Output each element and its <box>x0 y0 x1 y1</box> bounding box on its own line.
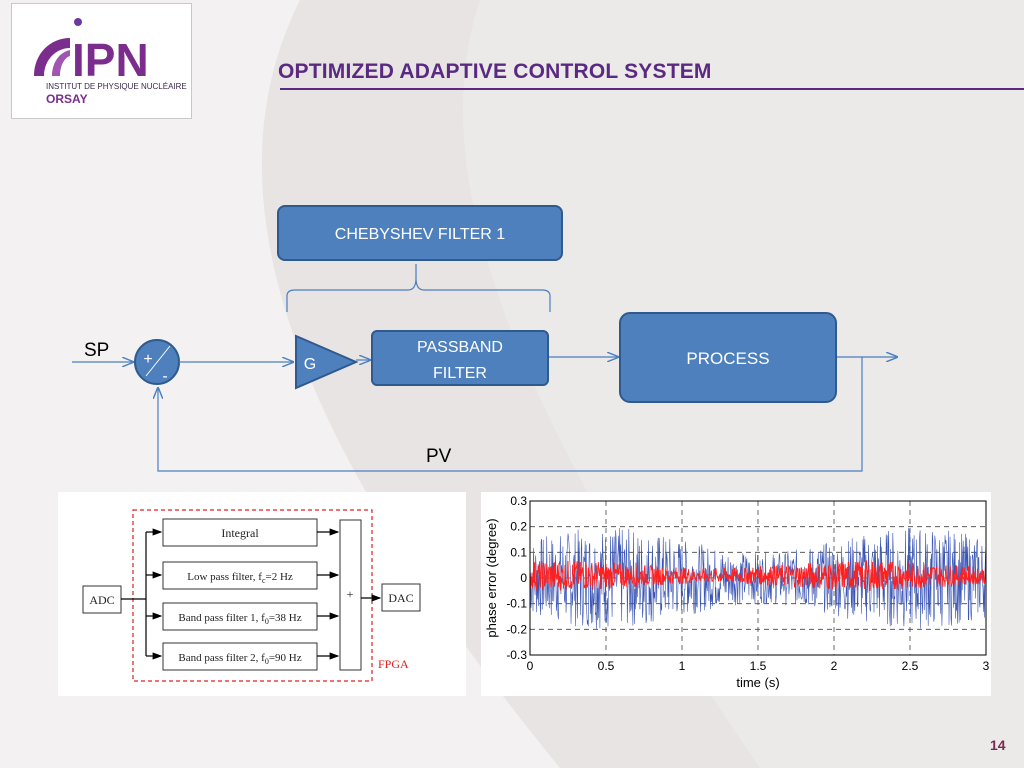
svg-text:G: G <box>304 356 316 373</box>
bandpass2-label: Band pass filter 2, f0=90 Hz <box>178 652 301 666</box>
plot-frame <box>529 500 987 656</box>
process-block: PROCESS <box>619 312 837 403</box>
x-tick-label: 1 <box>679 659 686 673</box>
phase-error-chart: 0 0.5 1 1.5 2 2.5 3 0.3 0.2 0.1 0 -0.1 -0.2 -0.3 time … <box>481 492 991 696</box>
lowpass-label: Low pass filter, fc=2 Hz <box>187 571 293 585</box>
y-tick-label: 0 <box>520 571 527 585</box>
summing-junction: + - <box>134 339 180 385</box>
y-tick-label: -0.1 <box>506 597 527 611</box>
series-line-0 <box>529 527 987 629</box>
svg-text:CHEBYSHEV FILTER 1: CHEBYSHEV FILTER 1 <box>335 226 506 243</box>
y-tick-label: -0.3 <box>506 648 527 662</box>
dac-label: DAC <box>388 591 413 605</box>
x-tick-label: 2 <box>831 659 838 673</box>
series-line-1 <box>529 560 987 591</box>
svg-text:PASSBAND: PASSBAND <box>417 339 503 356</box>
x-axis-label: time (s) <box>736 675 779 690</box>
x-tick-label: 0.5 <box>598 659 615 673</box>
x-tick-label: 3 <box>983 659 990 673</box>
passband-filter-block: PASSBAND FILTER <box>371 330 549 386</box>
pv-label: PV <box>426 446 452 467</box>
ipn-logo: IPN INSTITUT DE PHYSIQUE NUCLÉAIRE ORSAY <box>11 3 192 119</box>
feedback-path <box>158 357 863 472</box>
y-tick-label: 0.2 <box>510 520 527 534</box>
svg-text:IPN: IPN <box>72 34 149 86</box>
y-tick-label: 0.3 <box>510 494 527 508</box>
filter-brace <box>286 264 551 312</box>
integral-label: Integral <box>221 526 259 540</box>
sp-label: SP <box>84 340 109 361</box>
svg-text:ORSAY: ORSAY <box>46 92 88 106</box>
svg-text:FILTER: FILTER <box>433 365 487 382</box>
svg-text:+: + <box>143 351 152 368</box>
sum-label: + <box>347 587 354 601</box>
page-number: 14 <box>990 737 1006 753</box>
x-tick-label: 1.5 <box>750 659 767 673</box>
x-tick-label: 2.5 <box>902 659 919 673</box>
title-underline <box>280 88 1024 90</box>
chebyshev-filter-block: CHEBYSHEV FILTER 1 <box>277 205 563 261</box>
svg-text:PROCESS: PROCESS <box>686 349 769 368</box>
adc-label: ADC <box>89 593 114 607</box>
fpga-label: FPGA <box>378 657 409 671</box>
gain-block: G <box>295 334 359 390</box>
y-tick-label: -0.2 <box>506 622 527 636</box>
fpga-diagram: ADC Integral Low pass filter, fc=2 Hz Ba… <box>58 492 466 696</box>
y-axis-label: phase error (degree) <box>484 518 499 637</box>
svg-text:-: - <box>162 368 167 385</box>
slide-title: OPTIMIZED ADAPTIVE CONTROL SYSTEM <box>278 60 712 83</box>
y-tick-label: 0.1 <box>510 545 527 559</box>
svg-text:INSTITUT DE PHYSIQUE NUCLÉAIRE: INSTITUT DE PHYSIQUE NUCLÉAIRE <box>46 82 187 91</box>
control-diagram: CHEBYSHEV FILTER 1 SP + - G PASSBAND FIL… <box>72 205 1024 472</box>
x-tick-label: 0 <box>527 659 534 673</box>
bandpass1-label: Band pass filter 1, f0=38 Hz <box>178 612 301 626</box>
